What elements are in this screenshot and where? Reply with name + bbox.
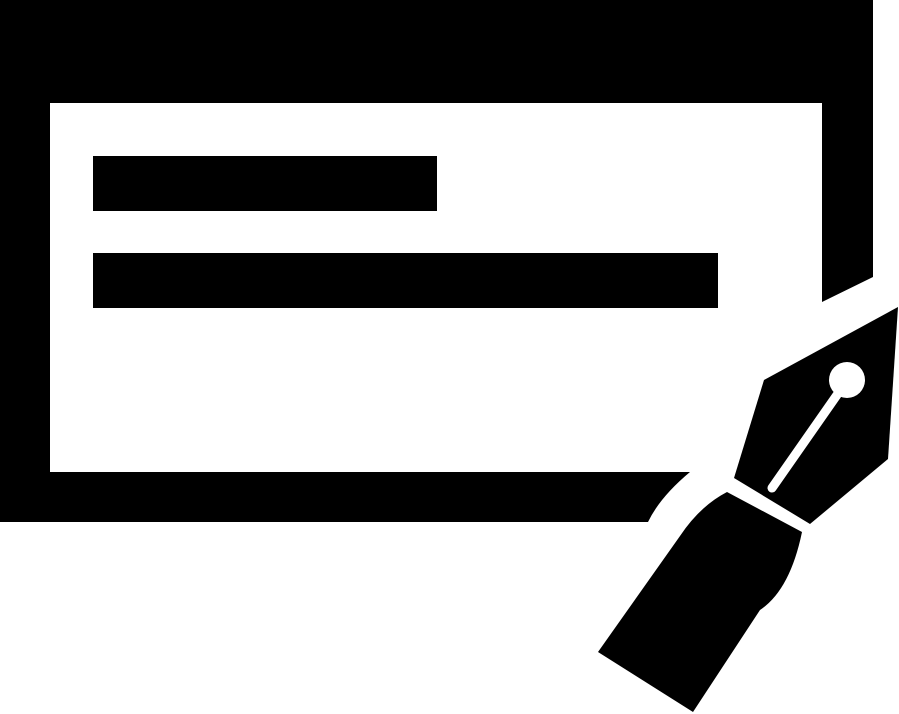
document-frame-icon [0,0,873,522]
fountain-pen-nib-icon [734,307,898,524]
text-line-short-icon [93,156,437,211]
fountain-pen-body-icon [598,492,802,712]
text-line-long-icon [93,253,718,308]
